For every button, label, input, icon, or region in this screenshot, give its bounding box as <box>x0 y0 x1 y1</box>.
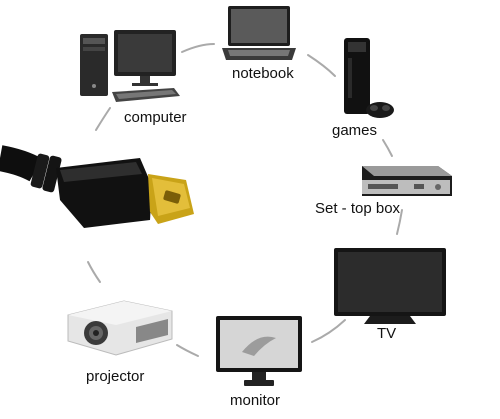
monitor-icon <box>216 316 302 386</box>
projector-icon <box>67 300 173 356</box>
arc-computer-notebook <box>181 43 215 53</box>
arc-games-settop <box>382 139 393 157</box>
arc-notebook-games <box>307 54 336 77</box>
game-console-icon <box>344 38 394 118</box>
monitor-label: monitor <box>230 392 281 409</box>
hdmi-cable-icon <box>0 145 194 228</box>
laptop-icon <box>222 6 296 60</box>
set-top-box-icon <box>362 166 452 196</box>
tv-icon <box>334 248 446 324</box>
arc-settop-tv <box>396 209 403 235</box>
arc-projector-left <box>87 261 101 283</box>
arc-computer-left <box>95 107 111 131</box>
tv-label: TV <box>377 325 397 342</box>
desktop-computer-icon <box>80 30 180 102</box>
games-label: games <box>332 122 378 139</box>
projector-label: projector <box>86 368 145 385</box>
arc-monitor-projector <box>176 344 199 357</box>
set-top-box-label: Set - top box <box>315 200 401 217</box>
arc-tv-monitor <box>311 319 346 343</box>
computer-label: computer <box>124 109 187 126</box>
notebook-label: notebook <box>232 65 294 82</box>
